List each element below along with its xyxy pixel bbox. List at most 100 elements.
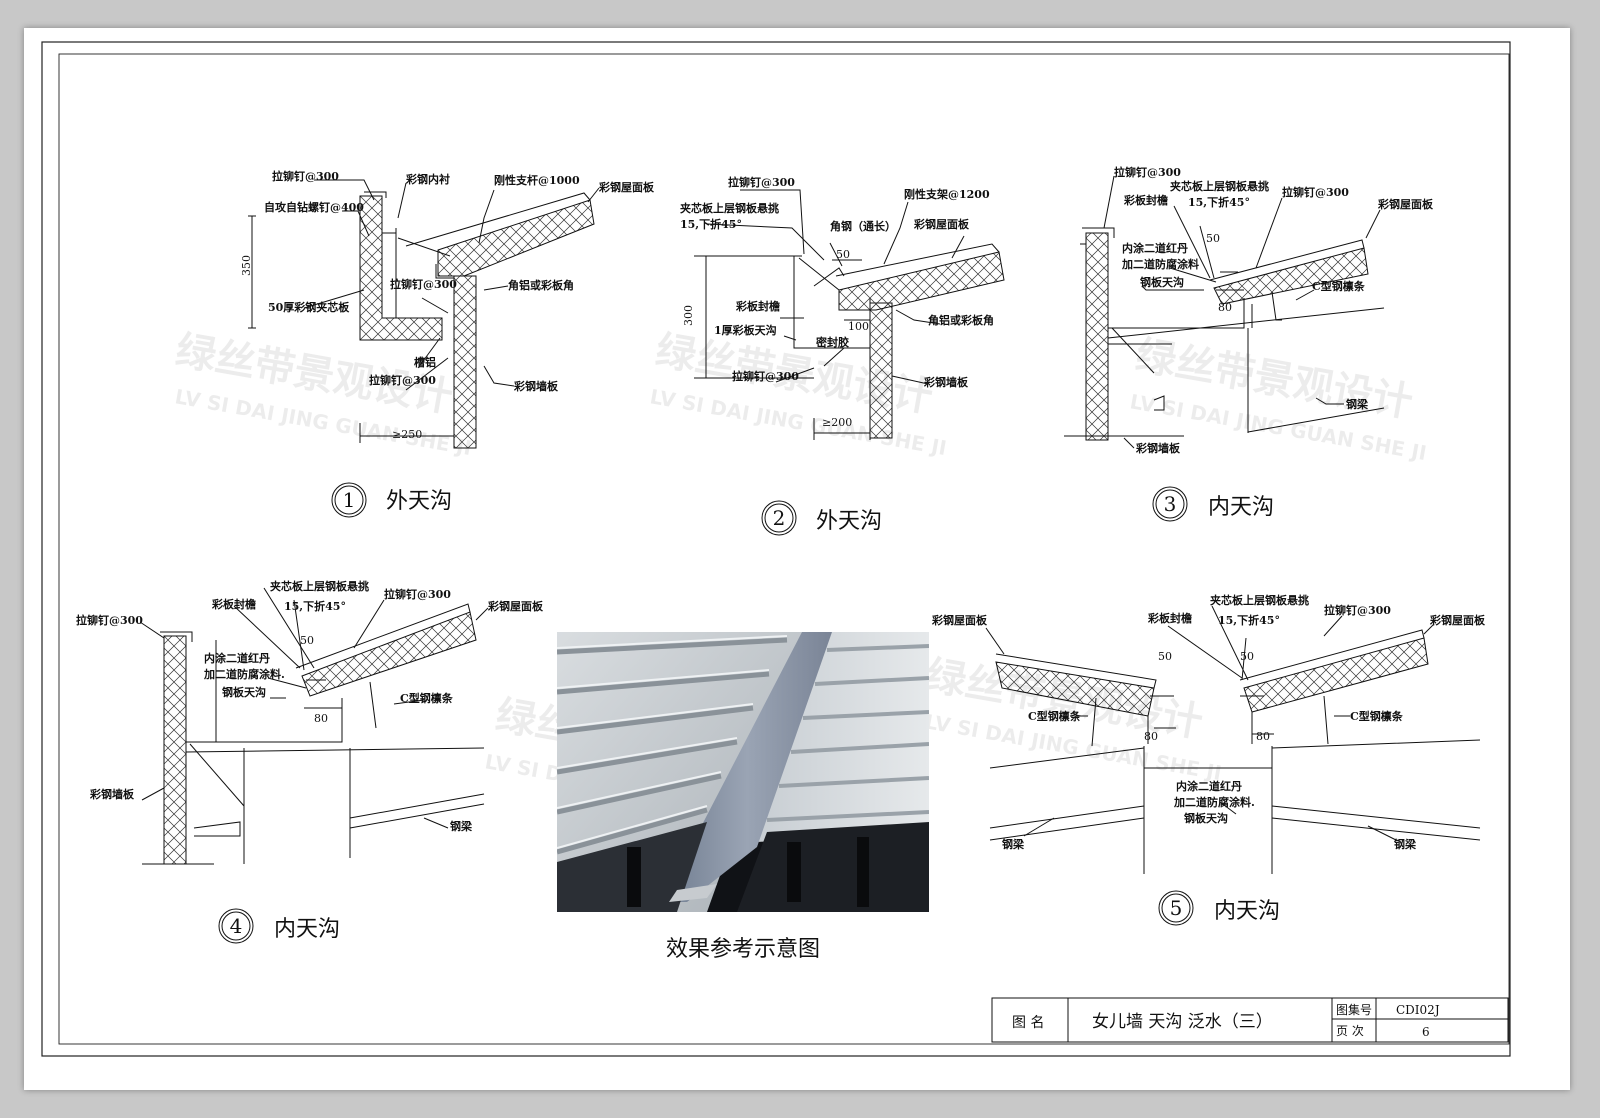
detail-5 [985,605,1481,874]
label: 50厚彩钢夹芯板 [268,300,350,314]
title-block-frame [991,997,1509,1043]
dimension: 50 [1240,650,1254,663]
label: 彩板封檐 [1123,193,1168,207]
roof-panel [1213,247,1369,305]
steel-gutter [1143,746,1273,769]
label: 夹芯板上层钢板悬挑 [1210,593,1309,607]
detail-4-text: 拉铆钉@300 夹芯板上层钢板悬挑 彩板封檐 15,下折45° 拉铆钉@300 … [76,579,544,944]
label: C型钢檩条 [400,691,454,705]
label: C型钢檩条 [1028,709,1082,723]
dimension: 50 [1158,650,1172,663]
label: 彩板封檐 [1147,611,1192,625]
label: 拉铆钉@300 [732,369,799,383]
detail-title: 外天沟 [816,509,882,534]
label: 密封胶 [816,335,849,349]
label: 彩钢屋面板 [931,613,988,627]
label: 夹芯板上层钢板悬挑 [270,579,369,593]
label: 拉铆钉@300 [76,613,143,627]
wall-panel [453,275,477,449]
label: C型钢檩条 [1350,709,1404,723]
label: 彩钢屋面板 [487,599,544,613]
drawing-title: 女儿墙 天沟 泛水（三） [1092,1012,1273,1032]
label: 加二道防腐涂料 [1121,257,1199,271]
dimension: 80 [314,712,328,725]
label: 刚性支架@1200 [904,187,990,201]
outer-border [41,41,1511,1057]
set-number-value: CDI02J [1396,1003,1440,1017]
detail-number: 2 [773,506,786,530]
dim-line-250 [359,423,455,443]
photo-caption: 效果参考示意图 [666,937,820,962]
label: 彩钢墙板 [513,379,559,393]
set-number-label: 图集号 [1336,1002,1372,1017]
detail-4 [139,587,489,865]
detail-title: 内天沟 [274,917,340,942]
label: C型钢檩条 [1312,279,1366,293]
detail-2 [694,189,1005,440]
gutter-panel [359,195,443,341]
parapet-panel [163,635,187,865]
roof-panel [437,199,595,277]
label: 拉铆钉@300 [369,373,436,387]
steel-gutter [1108,298,1245,329]
dim-line-350 [248,215,256,329]
inner-border [58,53,1510,1045]
label: 内涂二道红丹 [204,651,270,665]
title-block: 图 名 女儿墙 天沟 泛水（三） 图集号 CDI02J 页 次 6 [991,997,1509,1043]
label: 15,下折45° [1188,195,1250,209]
label: 15,下折45° [284,599,346,613]
page-value: 6 [1422,1025,1430,1039]
detail-marker [331,482,367,518]
detail-number: 4 [230,914,243,938]
label: 彩钢屋面板 [1377,197,1434,211]
label: 夹芯板上层钢板悬挑 [1170,179,1269,193]
dim-line-300 [694,255,814,379]
drawing-sheet: 绿丝带景观设计 LV SI DAI JING GUAN SHE JI 绿丝带景观… [24,28,1570,1090]
label: 15,下折45° [1218,613,1280,627]
dimension: 50 [300,634,314,647]
detail-title: 内天沟 [1214,899,1280,924]
dimension: 100 [848,320,869,333]
detail-3 [1064,175,1385,449]
label: 内涂二道红丹 [1122,241,1188,255]
label: 彩钢屋面板 [598,180,655,194]
detail-marker [761,500,797,536]
detail-marker [1152,486,1188,522]
label: 刚性支杆@1000 [494,173,580,187]
detail-number: 5 [1170,896,1183,920]
label: 彩钢屋面板 [1429,613,1486,627]
label: 自攻自钻螺钉@400 [264,200,364,214]
label: 钢梁 [1394,837,1417,851]
dimension: 80 [1144,730,1158,743]
label: 槽铝 [414,355,436,369]
label: 拉铆钉@300 [272,169,339,183]
dimension: ≥200 [822,416,852,429]
label: 拉铆钉@300 [384,587,451,601]
label: 彩钢屋面板 [913,217,970,231]
steel-gutter [186,698,343,743]
detail-marker [1158,890,1194,926]
dimension: 80 [1218,301,1232,314]
label: 彩钢内衬 [405,172,450,186]
parapet-panel [1085,232,1109,441]
label: 15,下折45° [680,217,742,231]
detail-number: 3 [1164,492,1177,516]
label: 1厚彩板天沟 [714,323,777,337]
roof-panel-right [1243,637,1429,713]
gutter-liner [382,232,397,318]
wall-panel [869,302,893,439]
label: 彩钢墙板 [1135,441,1181,455]
detail-title: 外天沟 [386,489,452,514]
title-name-label: 图 名 [1012,1015,1044,1031]
page-label: 页 次 [1336,1024,1364,1038]
label: 拉铆钉@300 [1324,603,1391,617]
detail-title: 内天沟 [1208,495,1274,520]
label: 角铝或彩板角 [508,278,574,292]
label: 钢板天沟 [222,685,266,699]
roof-panel [301,611,477,697]
detail-3-text: 拉铆钉@300 夹芯板上层钢板悬挑 彩板封檐 15,下折45° 拉铆钉@300 … [1114,165,1434,522]
label: 钢梁 [450,819,473,833]
label: 彩钢墙板 [923,375,969,389]
dimension: 50 [836,248,850,261]
label: 拉铆钉@300 [728,175,795,189]
